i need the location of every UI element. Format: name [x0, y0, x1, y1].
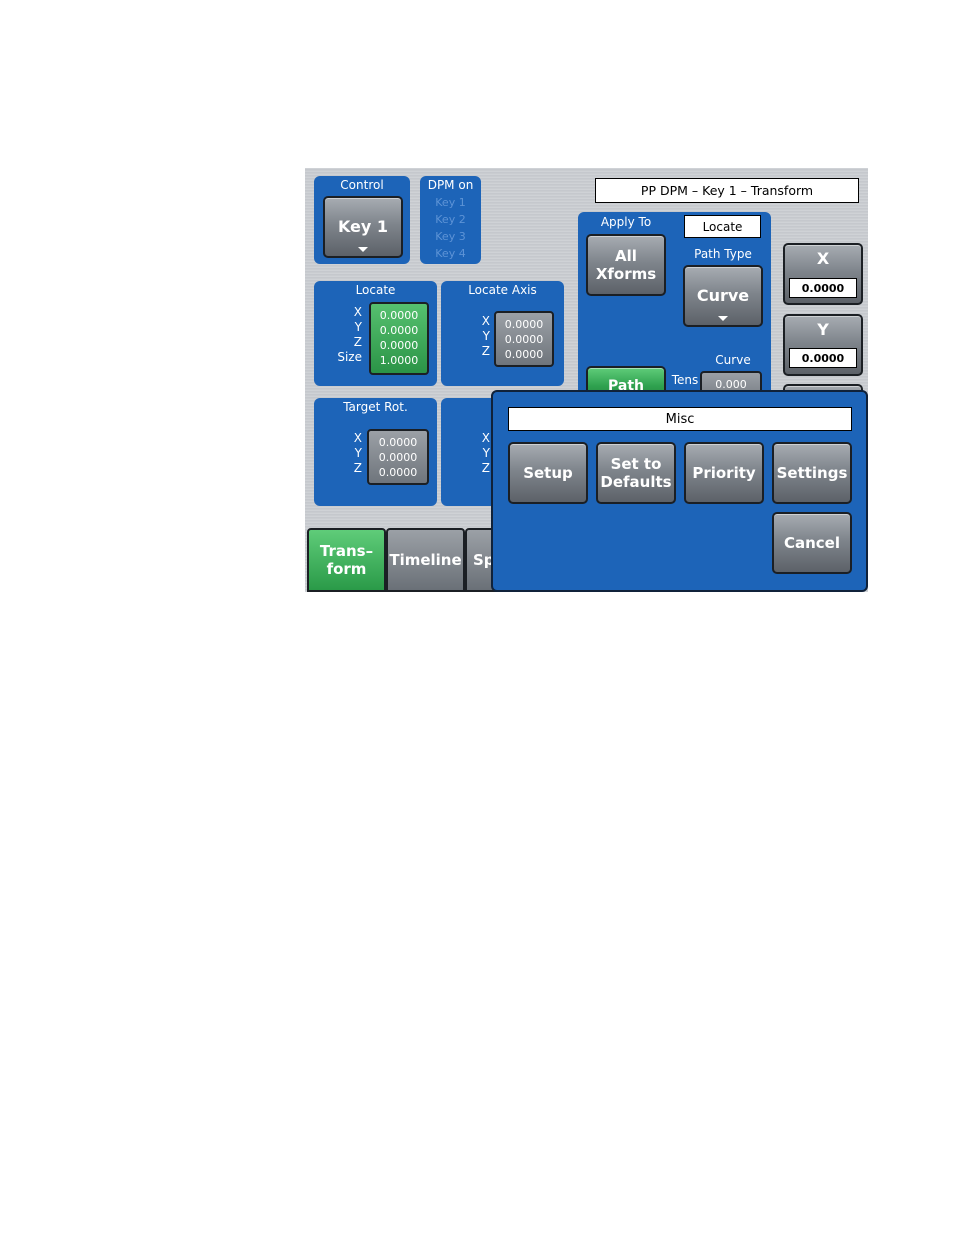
locate-values-button[interactable]: 0.0000 0.0000 0.0000 1.0000 — [369, 302, 429, 375]
chevron-down-icon — [358, 247, 368, 252]
set-to-defaults-button[interactable]: Set to Defaults — [596, 442, 676, 504]
target-rot-label: Target Rot. — [343, 400, 408, 414]
target-rot-values-button[interactable]: 0.0000 0.0000 0.0000 — [367, 429, 429, 485]
control-panel: Control Key 1 — [314, 176, 410, 264]
tab-timeline[interactable]: Timeline — [386, 528, 465, 592]
apply-to-mode-value: Locate — [684, 215, 761, 238]
key-select-label: Key 1 — [337, 217, 389, 237]
locate-axis-values-button[interactable]: 0.0000 0.0000 0.0000 — [494, 311, 554, 367]
apply-to-panel: Apply To Locate All Xforms Path Type Cur… — [578, 212, 771, 407]
y-value: 0.0000 — [789, 348, 857, 368]
dpm-key-4[interactable]: Key 4 — [435, 247, 466, 260]
locate-size-value: 1.0000 — [379, 354, 419, 367]
locate-axis-label: Locate Axis — [468, 283, 537, 297]
dpm-label: DPM on — [427, 178, 474, 192]
locate-z-value: 0.0000 — [379, 339, 419, 352]
dpm-key-1[interactable]: Key 1 — [435, 196, 466, 209]
chevron-down-icon — [718, 316, 728, 321]
path-type-label: Path Type — [694, 247, 752, 261]
apply-to-label: Apply To — [600, 215, 652, 229]
locate-x-value: 0.0000 — [379, 309, 419, 322]
dpm-panel: DPM on Key 1 Key 2 Key 3 Key 4 — [420, 176, 481, 264]
curve-label: Curve — [715, 353, 751, 367]
x-value: 0.0000 — [789, 278, 857, 298]
path-type-button[interactable]: Curve — [683, 265, 763, 327]
all-xforms-button[interactable]: All Xforms — [586, 234, 666, 296]
cancel-button[interactable]: Cancel — [772, 512, 852, 574]
key-select-button[interactable]: Key 1 — [323, 196, 403, 258]
control-label: Control — [340, 178, 384, 192]
settings-button[interactable]: Settings — [772, 442, 852, 504]
priority-button[interactable]: Priority — [684, 442, 764, 504]
misc-title: Misc — [508, 407, 852, 431]
dpm-key-3[interactable]: Key 3 — [435, 230, 466, 243]
dpm-key-2[interactable]: Key 2 — [435, 213, 466, 226]
misc-popup: Misc Setup Set to Defaults Priority Sett… — [491, 390, 868, 592]
tab-transform[interactable]: Trans– form — [307, 528, 386, 592]
transform-screen: PP DPM – Key 1 – Transform Control Key 1… — [305, 168, 868, 592]
page-title: PP DPM – Key 1 – Transform — [595, 178, 859, 203]
tens-label: Tens — [671, 373, 699, 387]
path-type-value: Curve — [696, 286, 750, 306]
locate-label: Locate — [355, 283, 396, 297]
setup-button[interactable]: Setup — [508, 442, 588, 504]
locate-y-value: 0.0000 — [379, 324, 419, 337]
